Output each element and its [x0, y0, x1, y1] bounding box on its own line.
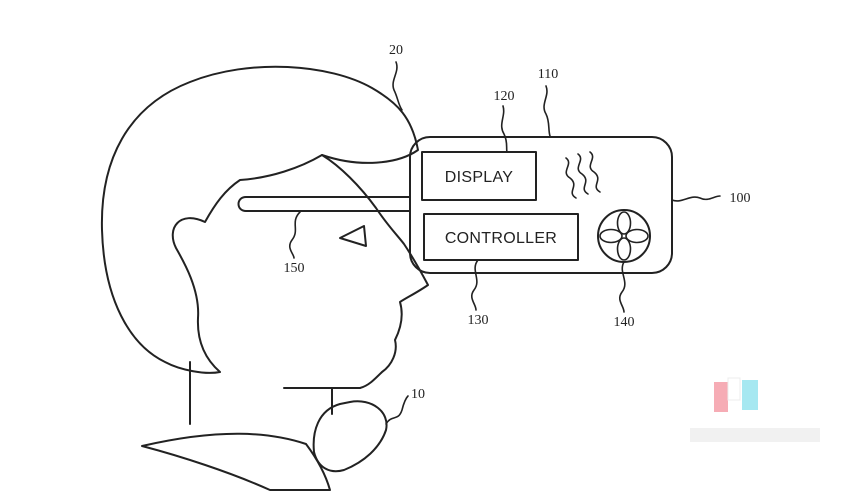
ref-20: 20	[389, 43, 403, 58]
ref-110: 110	[538, 67, 558, 82]
display-box	[421, 151, 537, 201]
ref-130: 130	[468, 313, 489, 328]
leader-lines	[288, 61, 721, 425]
controller-label: CONTROLLER	[445, 230, 557, 247]
face-profile	[321, 154, 429, 389]
heat-waves-icon	[565, 151, 601, 199]
eye	[339, 225, 367, 247]
leader-130	[470, 259, 479, 311]
strap-outline	[237, 196, 411, 212]
ref-100: 100	[730, 191, 751, 206]
device-housing: DISPLAY CONTROLLER	[409, 136, 673, 274]
leader-100	[671, 195, 721, 202]
watermark-logo	[690, 377, 820, 442]
leader-10	[385, 395, 409, 425]
leader-140	[618, 261, 626, 313]
ref-140: 140	[614, 315, 635, 330]
controller-box	[423, 213, 579, 261]
display-label: DISPLAY	[445, 169, 514, 186]
ref-120: 120	[494, 89, 515, 104]
reference-numerals: 20 110 120 100 150 130 140 10	[284, 43, 751, 402]
leader-150	[288, 211, 301, 259]
leader-120	[500, 105, 508, 153]
leader-110	[543, 85, 551, 137]
ref-10: 10	[411, 387, 425, 402]
user-figure	[100, 65, 429, 491]
strap	[237, 196, 411, 212]
body-outline	[141, 432, 331, 491]
ref-150: 150	[284, 261, 305, 276]
hair-outline	[100, 65, 419, 374]
collar	[312, 400, 388, 473]
housing-body	[409, 136, 673, 274]
fan-icon	[597, 209, 651, 263]
leader-20	[392, 61, 403, 111]
